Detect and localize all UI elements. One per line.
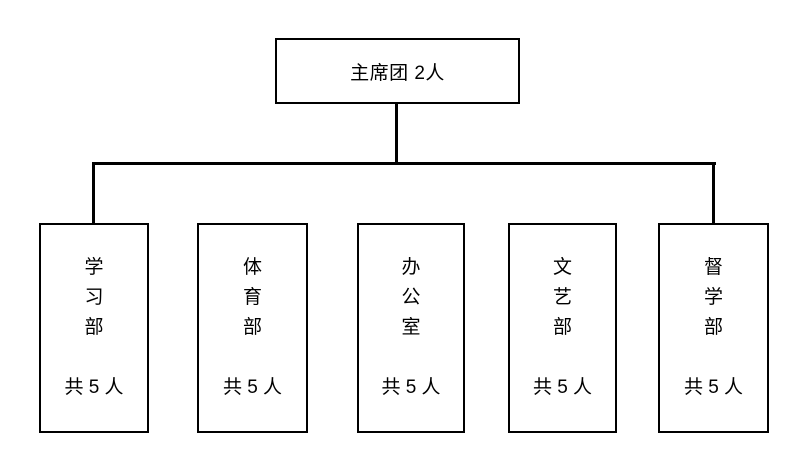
dept-name: 督学部 [703,257,723,338]
org-node-dept-office: 办公室 共 5 人 [357,223,465,433]
connector-drop-left [92,162,95,224]
dept-count: 共 5 人 [683,377,744,398]
dept-name: 学习部 [84,257,104,338]
org-node-dept-sports: 体育部 共 5 人 [197,223,308,433]
org-node-root: 主席团 2人 [275,38,520,104]
dept-count: 共 5 人 [532,377,593,398]
connector-root-stub [395,104,398,164]
dept-count: 共 5 人 [381,377,441,398]
org-node-root-label: 主席团 2人 [350,62,445,84]
dept-count: 共 5 人 [222,377,283,398]
org-node-dept-supervision: 督学部 共 5 人 [658,223,769,433]
org-node-dept-arts: 文艺部 共 5 人 [508,223,617,433]
dept-name: 办公室 [401,257,421,338]
dept-name: 体育部 [242,257,262,338]
org-node-dept-study: 学习部 共 5 人 [39,223,149,433]
dept-count: 共 5 人 [64,377,124,398]
connector-drop-right [712,162,715,224]
connector-rail [92,162,716,165]
dept-name: 文艺部 [552,257,572,338]
